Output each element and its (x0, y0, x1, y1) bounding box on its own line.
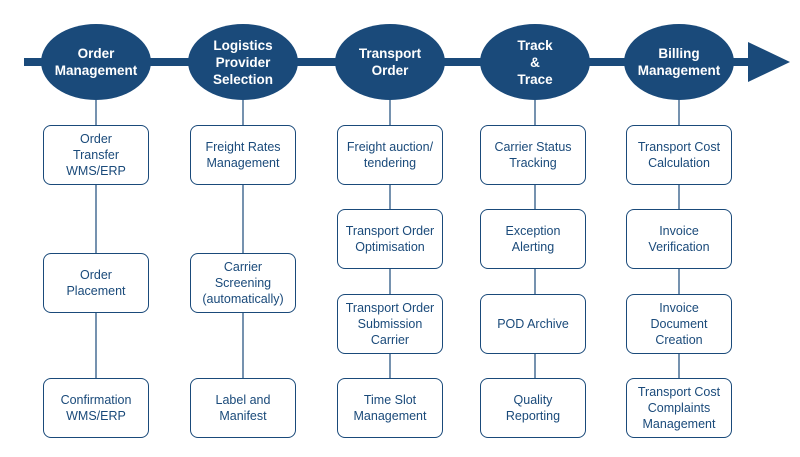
stage-order-management: Order Management (41, 24, 151, 100)
stage-logistics-provider-selection: Logistics Provider Selection (188, 24, 298, 100)
step-label-manifest: Label and Manifest (190, 378, 296, 438)
step-freight-rates: Freight Rates Management (190, 125, 296, 185)
step-order-transfer: Order Transfer WMS/ERP (43, 125, 149, 185)
stage-transport-order: Transport Order (335, 24, 445, 100)
stage-billing-management: Billing Management (624, 24, 734, 100)
step-label: Transport Cost Calculation (637, 140, 721, 170)
step-label: Carrier Screening (automatically) (202, 260, 284, 306)
step-label: Invoice Verification (648, 224, 710, 254)
step-exception-alerting: Exception Alerting (480, 209, 586, 269)
step-label: Order Transfer WMS/ERP (66, 132, 126, 178)
step-label: POD Archive (497, 317, 569, 331)
stage-title: Track & Trace (517, 37, 553, 87)
step-transport-cost-calculation: Transport Cost Calculation (626, 125, 732, 185)
step-label: Order Placement (66, 268, 126, 298)
step-label: Transport Order Optimisation (345, 224, 435, 254)
step-pod-archive: POD Archive (480, 294, 586, 354)
step-freight-auction: Freight auction/ tendering (337, 125, 443, 185)
step-transport-cost-complaints: Transport Cost Complaints Management (626, 378, 732, 438)
step-label: Exception Alerting (505, 224, 561, 254)
step-confirmation: Confirmation WMS/ERP (43, 378, 149, 438)
step-carrier-status-tracking: Carrier Status Tracking (480, 125, 586, 185)
step-quality-reporting: Quality Reporting (480, 378, 586, 438)
step-carrier-screening: Carrier Screening (automatically) (190, 253, 296, 313)
stage-title: Transport Order (358, 46, 422, 78)
step-label: Freight Rates Management (205, 140, 281, 170)
step-label: Quality Reporting (505, 393, 561, 423)
step-time-slot-management: Time Slot Management (337, 378, 443, 438)
stage-title: Billing Management (637, 46, 721, 78)
step-transport-order-submission: Transport Order Submission Carrier (337, 294, 443, 354)
step-label: Transport Cost Complaints Management (637, 385, 721, 431)
step-label: Freight auction/ tendering (346, 140, 434, 170)
step-label: Invoice Document Creation (650, 301, 708, 347)
stage-track-trace: Track & Trace (480, 24, 590, 100)
step-order-placement: Order Placement (43, 253, 149, 313)
step-transport-order-optimisation: Transport Order Optimisation (337, 209, 443, 269)
step-label: Time Slot Management (353, 393, 427, 423)
step-label: Transport Order Submission Carrier (345, 301, 435, 347)
stage-title: Order Management (54, 46, 138, 78)
step-label: Confirmation WMS/ERP (60, 393, 132, 423)
step-label: Label and Manifest (215, 393, 271, 423)
stage-title: Logistics Provider Selection (212, 37, 274, 87)
step-invoice-document-creation: Invoice Document Creation (626, 294, 732, 354)
step-invoice-verification: Invoice Verification (626, 209, 732, 269)
step-label: Carrier Status Tracking (494, 140, 572, 170)
